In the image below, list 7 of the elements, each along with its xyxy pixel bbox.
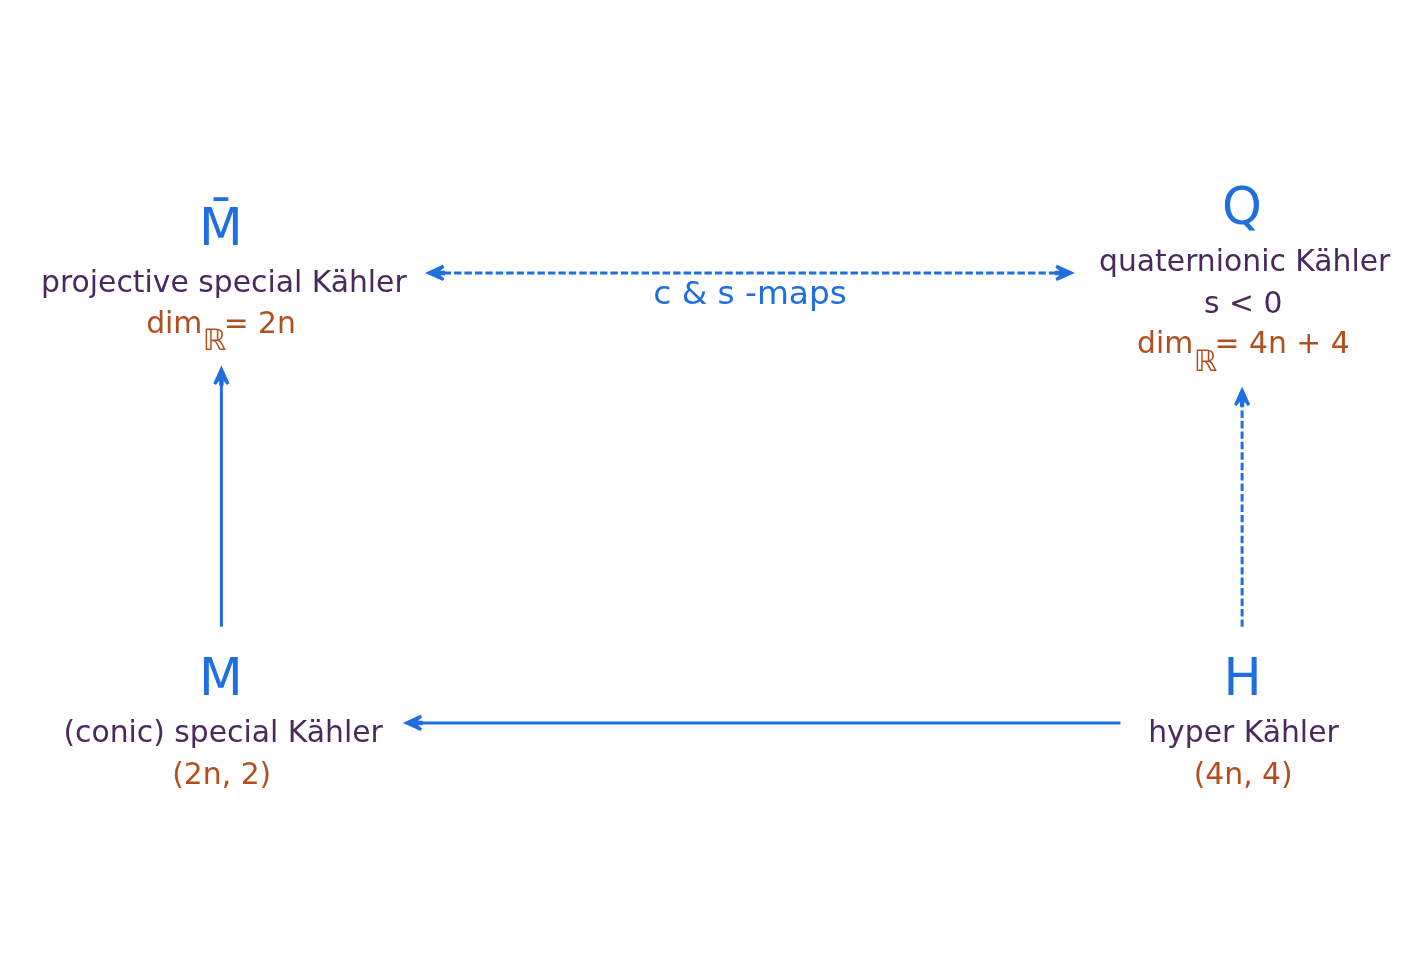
arrow: [1233, 388, 1251, 627]
edge-label: c & s -maps: [653, 273, 847, 312]
node-text: M (conic) special Kähler (2n, 2): [63, 647, 383, 792]
arrow: [213, 367, 230, 627]
arrow: [427, 264, 1073, 282]
arrow: [404, 714, 1121, 732]
node-text: H hyper Kähler (4n, 4): [1148, 647, 1339, 792]
